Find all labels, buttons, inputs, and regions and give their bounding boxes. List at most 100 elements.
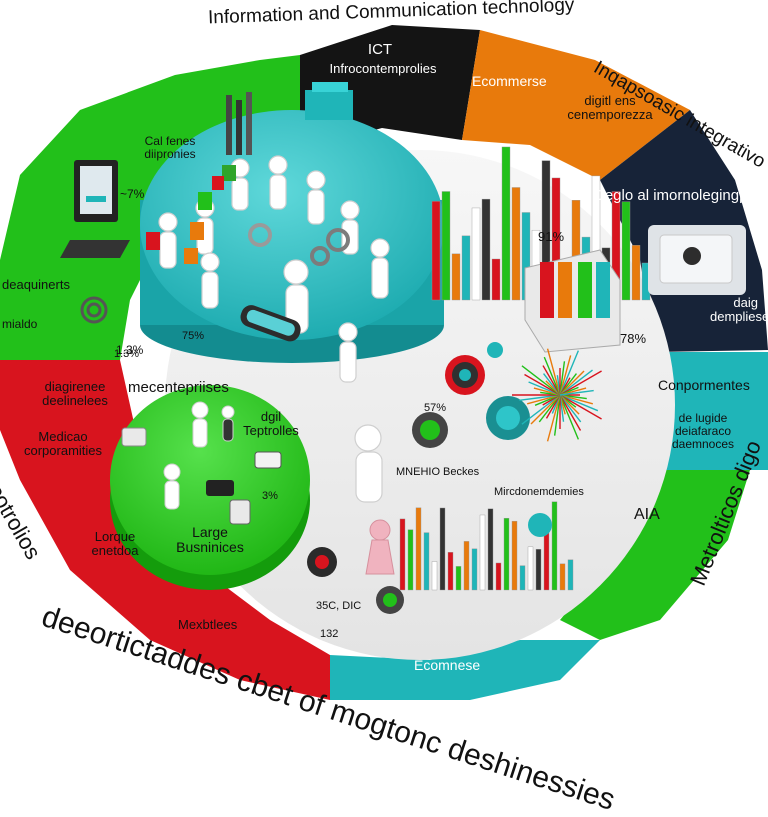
green-left-item2: deaquinerts — [2, 277, 70, 292]
person-figure-3 — [306, 170, 326, 225]
spike-line — [521, 365, 561, 396]
spike-line — [524, 373, 561, 396]
block-orange-2 — [184, 248, 198, 264]
spike-line — [559, 389, 594, 396]
person-figure-10 — [200, 252, 220, 309]
teal-bottom-title: Ecomnese — [414, 657, 481, 673]
green-right-title: AIA — [634, 506, 660, 523]
person-figure-9 — [338, 322, 358, 383]
bars-bottom-bar — [423, 532, 430, 591]
spike-line — [559, 370, 602, 396]
red-left-item3: Lorque enetdoa — [91, 529, 139, 559]
bar-cluster-bottom — [399, 501, 574, 591]
bars-bottom-bar — [455, 566, 462, 591]
bars-bottom-bar — [399, 518, 406, 591]
bars-bottom-bar — [471, 548, 478, 591]
server-rack-icon — [524, 249, 621, 353]
spike-line — [526, 394, 561, 405]
spike-line — [559, 394, 594, 405]
block-red-2 — [212, 176, 224, 190]
bars-top-bar — [451, 253, 461, 301]
segment-orange-ecommerce — [462, 30, 690, 180]
bars-top-bar — [471, 207, 481, 301]
pct-91-label: 91% — [538, 229, 565, 244]
laptop-icon — [60, 160, 130, 258]
segment-teal-bottom — [330, 640, 600, 700]
gear-icon-teal-2 — [528, 513, 552, 537]
spike-line — [546, 348, 561, 396]
code-label2: 132 — [320, 628, 339, 640]
person-figure-5 — [158, 212, 178, 269]
ecommerce-top-title: Ecommerse — [472, 73, 547, 89]
bars-bottom-bar — [447, 552, 454, 591]
pct-78-label: 78% — [620, 331, 647, 346]
bars-top-bar — [631, 245, 641, 301]
bars-top-bar — [461, 235, 471, 301]
segment-green-right — [560, 470, 750, 640]
gear-icon-small — [487, 342, 503, 358]
red-left-item1: diagirenee deelinelees — [42, 379, 108, 409]
bars-bottom-bar — [527, 546, 534, 591]
green-circle-label2: Large Busninices — [176, 524, 244, 556]
bars-top-bar — [481, 198, 491, 301]
spike-line — [559, 369, 593, 396]
ict-subtitle: Infrocontemprolies — [329, 61, 437, 76]
block-red — [146, 232, 160, 250]
green-left-pct1: ~7% — [120, 187, 145, 201]
gear-cluster-teal — [248, 223, 350, 266]
red-left-item2: Medicao corporamities — [23, 429, 103, 459]
spike-line — [553, 394, 561, 436]
teal-right-subtitle: de lugide deiafaraco daemnoces — [671, 411, 735, 452]
green-circle-pct: 3% — [262, 490, 278, 502]
bars-bottom-bar — [431, 561, 438, 591]
person-figure-pink — [365, 519, 395, 575]
spike-line — [559, 394, 602, 420]
gear-cluster-center — [412, 342, 530, 448]
device-icon-2 — [254, 451, 282, 469]
tablet-device — [240, 305, 301, 342]
pct-57-label: 57% — [424, 402, 447, 414]
red-left-item4: Mexbtlees — [178, 617, 238, 632]
spike-line — [521, 394, 561, 425]
green-circle-title: mecentepriises — [128, 379, 229, 396]
green-left-item3: mialdo — [2, 317, 38, 331]
bars-bottom-bar — [407, 529, 414, 591]
spike-line — [559, 361, 566, 396]
spike-line — [559, 394, 582, 431]
bars-bottom-bar — [479, 514, 486, 591]
spike-line — [559, 394, 582, 423]
spike-line — [519, 394, 561, 402]
ecommerce-top-subtitle: digitl ens cenemporezza — [567, 93, 653, 123]
spiky-network-icon — [512, 348, 602, 442]
bars-bottom-bar — [495, 562, 502, 591]
navy-title: Deglo al imornolegingplo — [594, 187, 760, 204]
bars-bottom-bar — [519, 565, 526, 591]
person-figure-4 — [340, 200, 360, 255]
bars-bottom-bar — [503, 517, 510, 591]
bars-bottom-bar — [439, 507, 446, 591]
spike-line — [559, 394, 599, 412]
green-circle-devices — [121, 427, 282, 525]
bars-bottom-bar — [415, 507, 422, 591]
device-icon-3 — [206, 480, 234, 496]
people-group-teal — [158, 155, 390, 383]
block-green-2 — [222, 165, 236, 181]
bars-top-bar — [511, 187, 521, 301]
person-figure-8 — [370, 238, 390, 299]
spike-line — [530, 394, 561, 425]
gear-cluster-bottom — [307, 513, 552, 614]
bars-top-bar — [431, 201, 441, 301]
person-figure-7 — [283, 259, 309, 334]
bars-bottom-bar — [567, 559, 574, 591]
bars-bottom-bar — [487, 508, 494, 591]
block-orange — [190, 222, 204, 240]
bars-bottom-bar — [543, 527, 550, 591]
bars-bottom-bar — [559, 563, 566, 591]
bars-bottom-bar — [463, 541, 470, 591]
spike-line — [546, 394, 561, 442]
spike-line — [542, 365, 561, 396]
bars-top-bar — [441, 191, 451, 301]
infographic-scene — [0, 25, 768, 700]
pct-teal-label: 75% — [182, 330, 205, 342]
device-icon-1 — [121, 427, 147, 447]
